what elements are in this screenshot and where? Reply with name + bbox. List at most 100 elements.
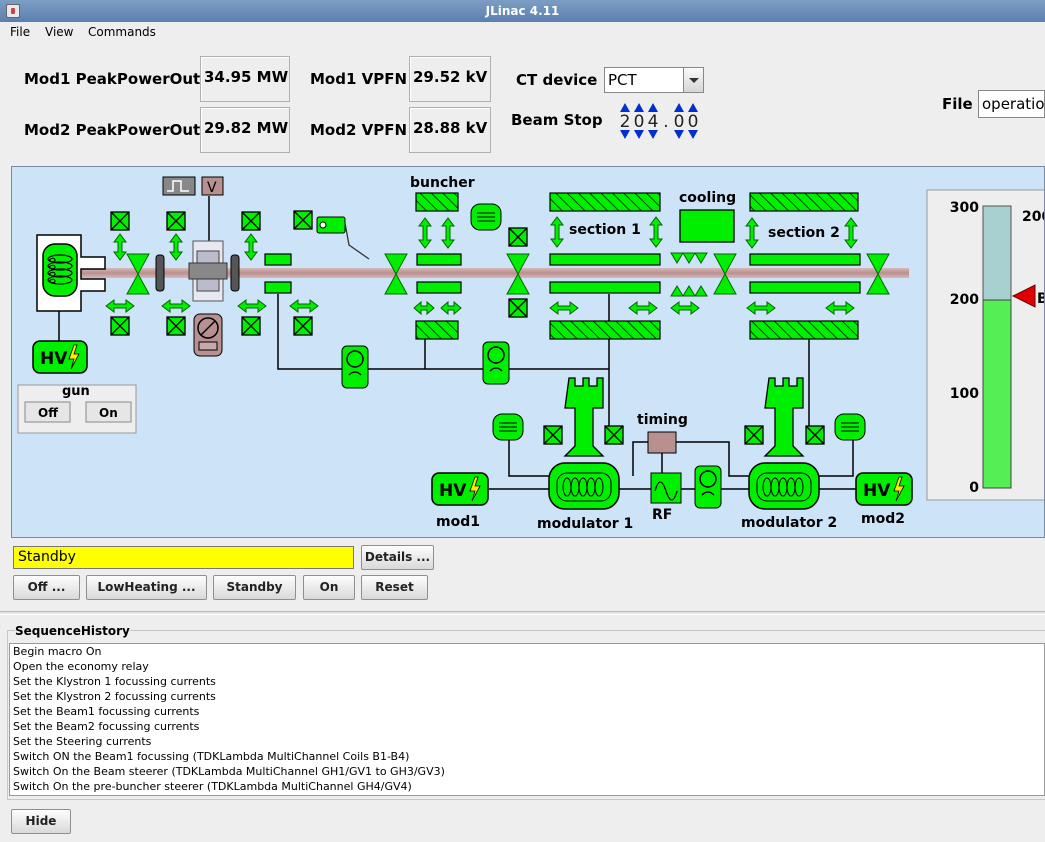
menu-file[interactable]: File (10, 25, 31, 39)
steerer-box[interactable] (293, 210, 313, 230)
steerer-box[interactable] (604, 425, 624, 445)
digit-down-arrow-icon[interactable] (648, 130, 658, 139)
file-input[interactable]: operatio (978, 90, 1045, 118)
quadrupole[interactable] (264, 281, 292, 294)
voltage-box[interactable]: V (201, 176, 224, 196)
steerer-box[interactable] (805, 425, 825, 445)
digit-down-arrow-icon[interactable] (620, 130, 630, 139)
steerer-box[interactable] (543, 425, 563, 445)
buncher-cavity-bottom[interactable] (415, 320, 459, 340)
steerer-box[interactable] (110, 316, 130, 336)
phase-shifter[interactable] (482, 341, 510, 385)
section-1-coil-top[interactable] (549, 192, 661, 212)
beam-lens[interactable] (155, 254, 165, 292)
phase-shifter[interactable] (341, 345, 369, 389)
vacuum-valve[interactable] (866, 253, 890, 295)
off-button[interactable]: Off ... (13, 575, 80, 600)
vacuum-valve[interactable] (713, 253, 737, 295)
accelerating-section-2-top[interactable] (749, 253, 861, 266)
steerer-box[interactable] (166, 316, 186, 336)
list-item: Set the Beam2 focussing currents (13, 720, 200, 733)
digit-up-arrow-icon[interactable] (620, 103, 630, 112)
gun-hv-supply[interactable]: HV (32, 340, 88, 374)
accelerating-section-1-top[interactable] (549, 253, 661, 266)
cooling-unit[interactable] (679, 209, 735, 243)
section-2-coil-bottom[interactable] (749, 320, 859, 340)
lightning-icon (68, 344, 80, 370)
steerer-box[interactable] (744, 425, 764, 445)
split-pane-divider[interactable] (0, 611, 1045, 615)
quadrupole[interactable] (416, 253, 462, 266)
steerer-box[interactable] (241, 211, 261, 231)
lowheating-button[interactable]: LowHeating ... (86, 575, 207, 600)
beam-stop-spinner[interactable]: 2 0 4 . 0 0 (617, 100, 707, 142)
on-button[interactable]: On (303, 575, 355, 600)
phase-shifter[interactable] (694, 465, 722, 509)
digit-up-arrow-icon[interactable] (634, 103, 644, 112)
gun-control-panel: gun Off On (17, 384, 137, 434)
digit-down-arrow-icon[interactable] (634, 130, 644, 139)
chopper-device[interactable] (188, 240, 228, 302)
list-item: Switch On the pre-buncher steerer (TDKLa… (13, 780, 412, 793)
gun-off-button[interactable] (24, 401, 71, 423)
vacuum-valve[interactable] (384, 253, 408, 295)
steerer-box[interactable] (508, 298, 528, 318)
section-1-coil-bottom[interactable] (549, 320, 661, 340)
pulse-generator[interactable] (162, 176, 196, 196)
gauge-fill (982, 299, 1012, 489)
java-app-icon[interactable] (6, 4, 20, 18)
modulator-2-klystron[interactable] (748, 377, 820, 510)
digit-up-arrow-icon[interactable] (688, 103, 698, 112)
menu-bar: File View Commands (0, 22, 1045, 42)
section-2-coil-top[interactable] (749, 192, 859, 212)
faraday-cup[interactable] (193, 313, 223, 357)
ct-device-selected: PCT (608, 71, 637, 89)
beam-stop-digit: 0 (688, 112, 699, 132)
power-supply-icon[interactable] (834, 413, 866, 441)
digit-up-arrow-icon[interactable] (674, 103, 684, 112)
digit-down-arrow-icon[interactable] (674, 130, 684, 139)
accelerating-section-1-bottom[interactable] (549, 281, 661, 294)
standby-button[interactable]: Standby (213, 575, 296, 600)
menu-commands[interactable]: Commands (88, 25, 156, 39)
digit-up-arrow-icon[interactable] (648, 103, 658, 112)
mod2-vpfn-label: Mod2 VPFN (310, 121, 408, 139)
mod2-vpfn-value: 28.88 kV (409, 107, 491, 153)
steerer-box[interactable] (508, 227, 528, 247)
steerer-box[interactable] (293, 316, 313, 336)
ct-device-select[interactable]: PCT (604, 67, 704, 93)
list-item: Switch On the Beam steerer (TDKLambda Mu… (13, 765, 445, 778)
gauge-marker-icon[interactable] (1011, 284, 1036, 308)
steerer-box[interactable] (241, 316, 261, 336)
mod2-hv-supply[interactable]: HV (855, 472, 913, 506)
sequence-history-list[interactable]: Begin macro On Open the economy relay Se… (9, 643, 1045, 796)
steerer-box[interactable] (166, 211, 186, 231)
quadrupole[interactable] (264, 253, 292, 266)
mod2-hv-label: HV (863, 481, 891, 501)
accelerating-section-2-bottom[interactable] (749, 281, 861, 294)
beam-viewer-camera[interactable] (316, 216, 370, 260)
reset-button[interactable]: Reset (361, 575, 428, 600)
rf-source[interactable] (650, 472, 682, 504)
details-button[interactable]: Details ... (361, 545, 434, 570)
hide-button[interactable]: Hide (11, 809, 71, 834)
mod1-hv-supply[interactable]: HV (431, 472, 489, 506)
digit-down-arrow-icon[interactable] (688, 130, 698, 139)
window-title: JLinac 4.11 (485, 4, 560, 18)
electron-gun[interactable] (36, 234, 106, 312)
gun-on-button[interactable] (85, 401, 132, 423)
power-supply-icon[interactable] (492, 413, 524, 441)
menu-view[interactable]: View (45, 25, 74, 39)
buncher-cavity-top[interactable] (415, 192, 459, 212)
vacuum-valve[interactable] (126, 253, 150, 295)
mod1-hv-label: HV (439, 481, 467, 501)
chevron-down-icon[interactable] (683, 68, 703, 92)
power-supply-icon[interactable] (470, 203, 502, 231)
timing-unit[interactable] (647, 431, 677, 454)
modulator-1-klystron[interactable] (548, 377, 620, 510)
steerer-box[interactable] (110, 211, 130, 231)
beam-lens[interactable] (230, 254, 240, 292)
quadrupole[interactable] (416, 281, 462, 294)
beam-stop-digit: 0 (634, 112, 645, 132)
vacuum-valve[interactable] (506, 253, 530, 295)
